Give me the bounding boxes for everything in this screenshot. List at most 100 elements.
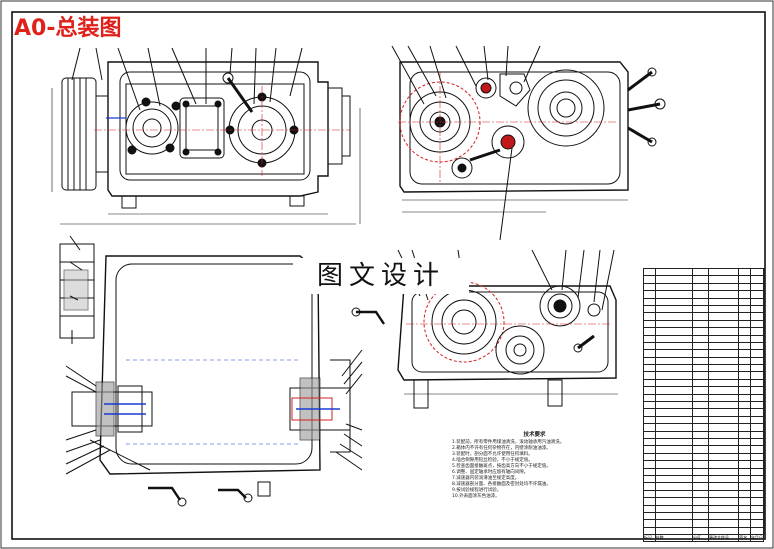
parts-list-cell [749, 445, 764, 454]
parts-list-cell [708, 497, 740, 506]
parts-list-cell [749, 297, 764, 306]
parts-list-row [643, 504, 766, 513]
bearing-cap-left [125, 101, 179, 155]
title-block-label-row: 标记处数分区更改文件号签名年月日 [643, 534, 765, 543]
parts-list-cell [654, 297, 694, 306]
parts-list-cell [692, 511, 710, 521]
parts-list-cell [749, 378, 764, 388]
parts-list-cell [762, 460, 766, 469]
parts-list-cell [692, 452, 710, 462]
parts-list-cell [762, 482, 766, 491]
parts-list-cell [749, 356, 764, 366]
parts-list-cell [708, 378, 740, 388]
parts-list-row [643, 393, 766, 403]
parts-list-cell [692, 334, 710, 343]
parts-list-cell [643, 267, 656, 277]
parts-list-cell [643, 482, 656, 491]
front-view [51, 47, 361, 225]
parts-list-cell [738, 452, 751, 462]
parts-list-cell [749, 430, 764, 440]
parts-list-cell [654, 327, 694, 336]
parts-list-cell [749, 497, 764, 506]
parts-list-cell [762, 474, 766, 484]
title-block-label: 年月日 [749, 534, 764, 543]
parts-list-cell [762, 275, 766, 284]
parts-list-cell [762, 445, 766, 454]
parts-list-cell [738, 341, 751, 351]
parts-list-cell [643, 378, 656, 388]
parts-list-cell [654, 504, 694, 513]
parts-list-cell [762, 282, 766, 292]
parts-list-cell [738, 519, 751, 528]
parts-list-row [643, 319, 766, 329]
parts-list-cell [749, 341, 764, 351]
parts-list-cell [749, 386, 764, 395]
parts-list-cell [762, 364, 766, 373]
parts-list-cell [654, 474, 694, 484]
technical-note: 6.调整、固定轴承时应留有轴向间隙。 [452, 470, 529, 475]
parts-list-cell [692, 519, 710, 528]
parts-list-cell [749, 371, 764, 380]
technical-notes-title: 技术要求 [523, 432, 546, 438]
parts-list-cell [708, 437, 740, 447]
parts-list-row [643, 349, 766, 358]
parts-list-cell [708, 430, 740, 440]
parts-list-cell [738, 275, 751, 284]
parts-list-cell [643, 497, 656, 506]
parts-list-cell [654, 393, 694, 403]
parts-list-cell [762, 341, 766, 351]
parts-list-cell [654, 290, 694, 299]
parts-list-cell [762, 430, 766, 440]
parts-list-cell [654, 497, 694, 506]
parts-list-cell [762, 489, 766, 499]
parts-list-cell [749, 460, 764, 469]
parts-list-cell [762, 526, 766, 536]
parts-list-row [643, 327, 766, 336]
parts-list-cell [749, 467, 764, 476]
parts-list-cell [708, 393, 740, 403]
parts-list-row [643, 415, 766, 425]
technical-notes: 技术要求 1.装配前，所有零件用煤油清洗，滚动轴承用汽油清洗。 2.箱体内不许有… [452, 432, 617, 522]
parts-list-cell [738, 437, 751, 447]
parts-list-cell [762, 304, 766, 314]
parts-list-cell [654, 460, 694, 469]
parts-list-row [643, 282, 766, 292]
parts-list-cell [654, 282, 694, 292]
parts-list-cell [738, 378, 751, 388]
parts-list-cell [708, 297, 740, 306]
parts-list-cell [708, 349, 740, 358]
parts-list-cell [643, 489, 656, 499]
parts-list-cell [738, 319, 751, 329]
parts-list-cell [692, 319, 710, 329]
parts-list-row [643, 334, 766, 343]
parts-list-cell [749, 282, 764, 292]
parts-list-cell [749, 304, 764, 314]
parts-list-cell [708, 519, 740, 528]
parts-list-cell [738, 304, 751, 314]
parts-list-cell [762, 393, 766, 403]
parts-list-cell [749, 334, 764, 343]
parts-list-cell [738, 327, 751, 336]
parts-list-cell [643, 452, 656, 462]
parts-list-cell [654, 519, 694, 528]
parts-list-cell [762, 437, 766, 447]
partial-bearing-lower [495, 325, 545, 375]
parts-list-cell [708, 445, 740, 454]
parts-list-cell [708, 290, 740, 299]
parts-list-cell [738, 386, 751, 395]
parts-list-cell [738, 482, 751, 491]
parts-list-cell [738, 282, 751, 292]
parts-list-cell [643, 334, 656, 343]
parts-list-cell [738, 290, 751, 299]
technical-note: 5.检查齿面接触斑点，按齿高方向不小于规定值。 [452, 464, 551, 469]
parts-list-cell [708, 401, 740, 410]
parts-list-cell [738, 401, 751, 410]
parts-list-cell [738, 423, 751, 432]
parts-list-cell [749, 504, 764, 513]
parts-list-cell [762, 371, 766, 380]
parts-list-cell [692, 267, 710, 277]
parts-list-cell [738, 445, 751, 454]
parts-list-cell [708, 364, 740, 373]
technical-note: 3.装配时，剖分面不允许使用任何填料。 [452, 452, 533, 457]
parts-list-cell [643, 401, 656, 410]
